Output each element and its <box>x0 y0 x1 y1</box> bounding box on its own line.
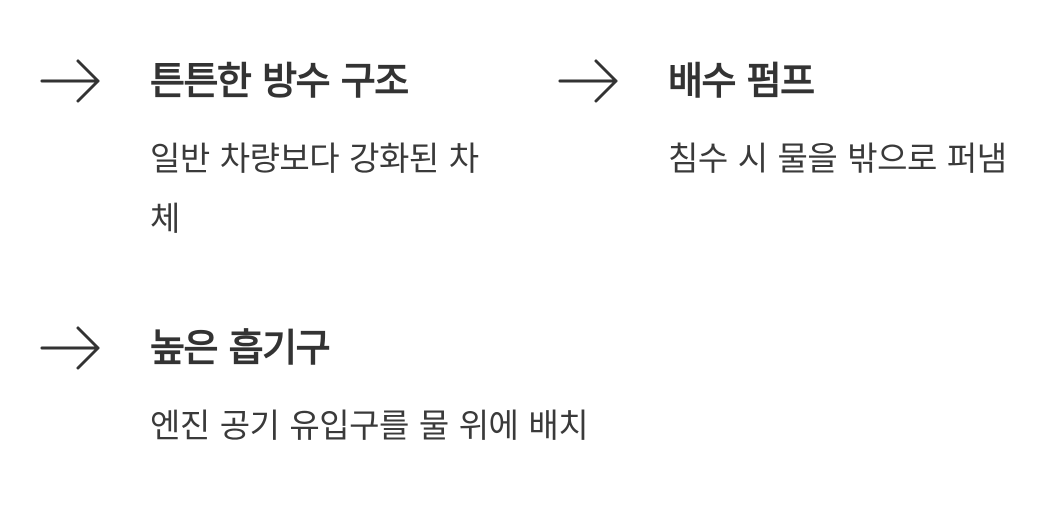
feature-description: 일반 차량보다 강화된 차체 <box>150 139 479 238</box>
feature-title: 튼튼한 방수 구조 <box>150 59 409 103</box>
feature-title: 높은 흡기구 <box>150 326 331 370</box>
feature-title: 배수 펌프 <box>668 59 815 103</box>
feature-description: 침수 시 물을 밖으로 퍼냄 <box>668 139 1007 178</box>
feature-description: 엔진 공기 유입구를 물 위에 배치 <box>150 406 589 445</box>
arrow-right-icon <box>40 57 100 105</box>
arrow-right-icon <box>40 324 100 372</box>
arrow-right-icon <box>558 57 618 105</box>
